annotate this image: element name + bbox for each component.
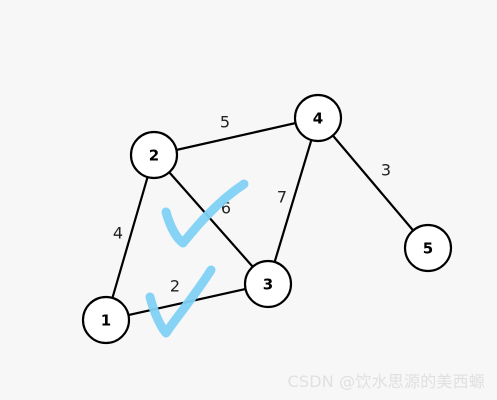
edge-4-5: [317, 117, 429, 249]
node-label: 4: [313, 110, 323, 128]
node-circle: [81, 295, 131, 345]
check-marks: [145, 179, 249, 338]
node-5: 5: [403, 223, 453, 273]
edge-weight-2-4: 5: [220, 113, 230, 132]
node-4: 4: [293, 93, 343, 143]
edge-4-3: [266, 117, 320, 285]
node-label: 2: [149, 147, 159, 165]
node-circle: [403, 223, 453, 273]
node-1: 1: [81, 295, 131, 345]
node-circle: [243, 259, 293, 309]
check-mark: [145, 265, 216, 338]
edge-weight-2-3: 6: [221, 199, 231, 218]
node-label: 3: [263, 276, 273, 294]
node-3: 3: [243, 259, 293, 309]
edge-weights: 5 3 7 4 6 2: [113, 113, 391, 296]
edge-2-3: [153, 154, 269, 285]
node-2: 2: [129, 130, 179, 180]
check-mark: [161, 179, 249, 248]
watermark-text: CSDN @饮水思源的美西螈: [287, 372, 485, 391]
node-label: 1: [101, 312, 111, 330]
edge-weight-4-3: 7: [277, 188, 287, 207]
node-circle: [129, 130, 179, 180]
edge-2-1: [104, 154, 156, 321]
edge-weight-1-3: 2: [170, 277, 180, 296]
edge-weight-4-5: 3: [381, 161, 391, 180]
nodes: 1 2 3 4 5: [81, 93, 453, 345]
edge-2-4: [153, 116, 319, 157]
edge-weight-2-1: 4: [113, 224, 123, 243]
node-circle: [293, 93, 343, 143]
node-label: 5: [423, 240, 433, 258]
